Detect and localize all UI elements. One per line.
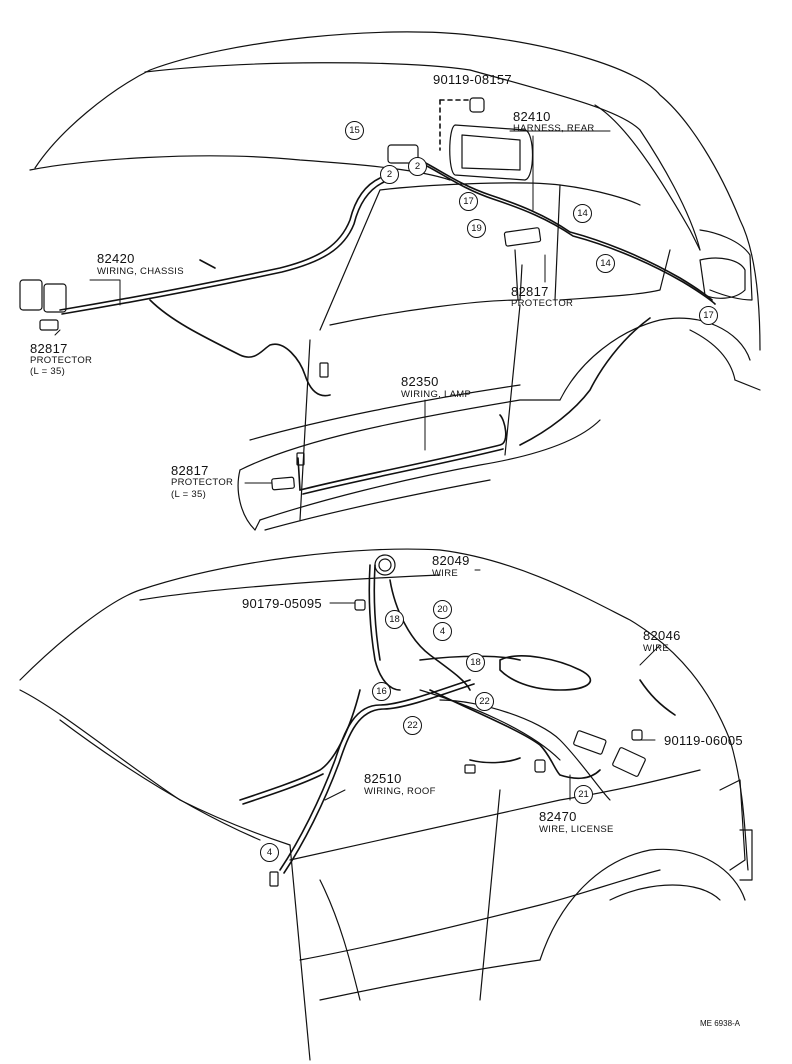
part-number-90119-06005: 90119-06005 <box>664 733 743 748</box>
part-number-82410: 82410 <box>513 109 551 124</box>
part-name-82049: WIRE <box>432 568 459 579</box>
part-name-82410: HARNESS, REAR <box>513 123 595 134</box>
callout-20: 20 <box>433 600 452 619</box>
part-name-82817-b: PROTECTOR <box>511 298 574 309</box>
part-note-82817-a: (L = 35) <box>30 366 66 377</box>
part-name-82470: WIRE, LICENSE <box>539 824 614 835</box>
part-number-82420: 82420 <box>97 251 135 266</box>
part-number-82817-c: 82817 <box>171 463 209 478</box>
part-name-82420: WIRING, CHASSIS <box>97 266 184 277</box>
leader-lines <box>54 130 661 801</box>
part-name-82350: WIRING, LAMP <box>401 389 472 400</box>
part-number-82049: 82049 <box>432 553 470 568</box>
part-number-82510: 82510 <box>364 771 402 786</box>
callout-18: 18 <box>466 653 485 672</box>
lower-body-outline <box>19 548 753 1061</box>
callout-15: 15 <box>345 121 364 140</box>
callout-17: 17 <box>699 306 718 325</box>
part-number-82350: 82350 <box>401 374 439 389</box>
callout-19: 19 <box>467 219 486 238</box>
lower-components <box>269 554 646 887</box>
part-number-90179-05095: 90179-05095 <box>242 596 322 611</box>
callout-4: 4 <box>433 622 452 641</box>
callout-4: 4 <box>260 843 279 862</box>
callout-2: 2 <box>408 157 427 176</box>
part-number-82046: 82046 <box>643 628 681 643</box>
drawing-code: ME 6938-A <box>700 1019 741 1028</box>
upper-harnesses <box>59 99 716 495</box>
lower-harnesses <box>239 564 676 874</box>
part-name-82046: WIRE <box>643 643 670 654</box>
callout-17: 17 <box>459 192 478 211</box>
callout-2: 2 <box>380 165 399 184</box>
part-number-90119-08157: 90119-08157 <box>433 72 512 87</box>
callout-14: 14 <box>573 204 592 223</box>
part-name-82510: WIRING, ROOF <box>364 786 436 797</box>
callout-22: 22 <box>403 716 422 735</box>
part-number-82817-a: 82817 <box>30 341 68 356</box>
callout-22: 22 <box>475 692 494 711</box>
callout-14: 14 <box>596 254 615 273</box>
part-number-82470: 82470 <box>539 809 577 824</box>
callout-16: 16 <box>372 682 391 701</box>
callout-18: 18 <box>385 610 404 629</box>
part-note-82817-c: (L = 35) <box>171 489 207 500</box>
callout-21: 21 <box>574 785 593 804</box>
part-name-82817-c: PROTECTOR <box>171 477 234 488</box>
upper-components <box>19 97 746 491</box>
part-number-82817-b: 82817 <box>511 284 549 299</box>
part-name-82817-a: PROTECTOR <box>30 355 93 366</box>
upper-body-outline <box>29 31 761 531</box>
